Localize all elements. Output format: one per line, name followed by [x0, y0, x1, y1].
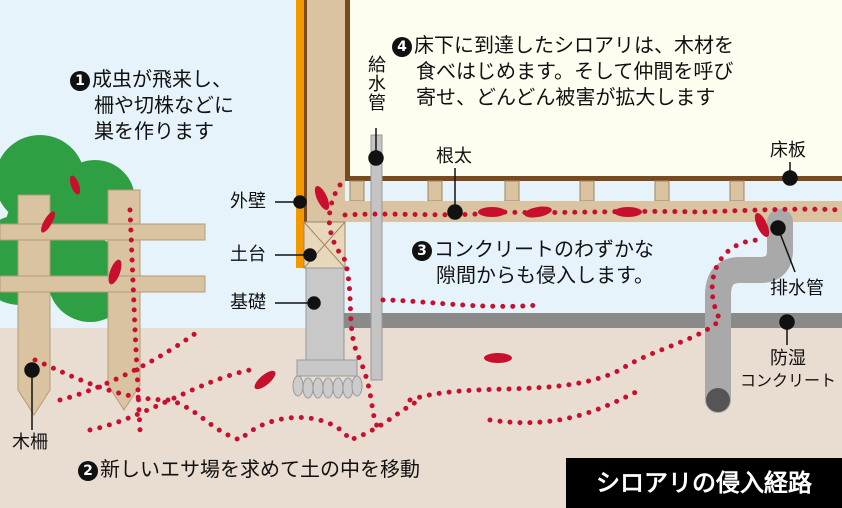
label-drain-pipe: 排水管: [770, 278, 824, 299]
termite-paths: [32, 182, 842, 443]
termites: [41, 175, 770, 390]
label-fence: 木柵: [12, 432, 48, 453]
label-joist: 根太: [436, 146, 472, 167]
label-sill: 土台: [230, 244, 266, 265]
label-water-pipe: 給水管: [365, 55, 386, 112]
floorboard: [345, 176, 842, 181]
label-outer-wall: 外壁: [230, 191, 266, 212]
foundation: [305, 267, 345, 361]
water-pipe: [370, 134, 383, 381]
fence: [0, 189, 206, 416]
drain-pipe: [705, 209, 793, 413]
damp-proof-concrete: [344, 313, 842, 328]
label-foundation: 基礎: [230, 292, 266, 313]
room-interior: [345, 0, 842, 181]
outer-wall: [296, 0, 304, 268]
diagram-title: シロアリの侵入経路: [566, 458, 842, 508]
label-leaders: [24, 128, 798, 430]
step-1-number: 1: [70, 71, 90, 91]
label-floorboard: 床板: [770, 140, 806, 161]
label-damp-concrete: 防湿 コンクリート: [739, 348, 836, 390]
